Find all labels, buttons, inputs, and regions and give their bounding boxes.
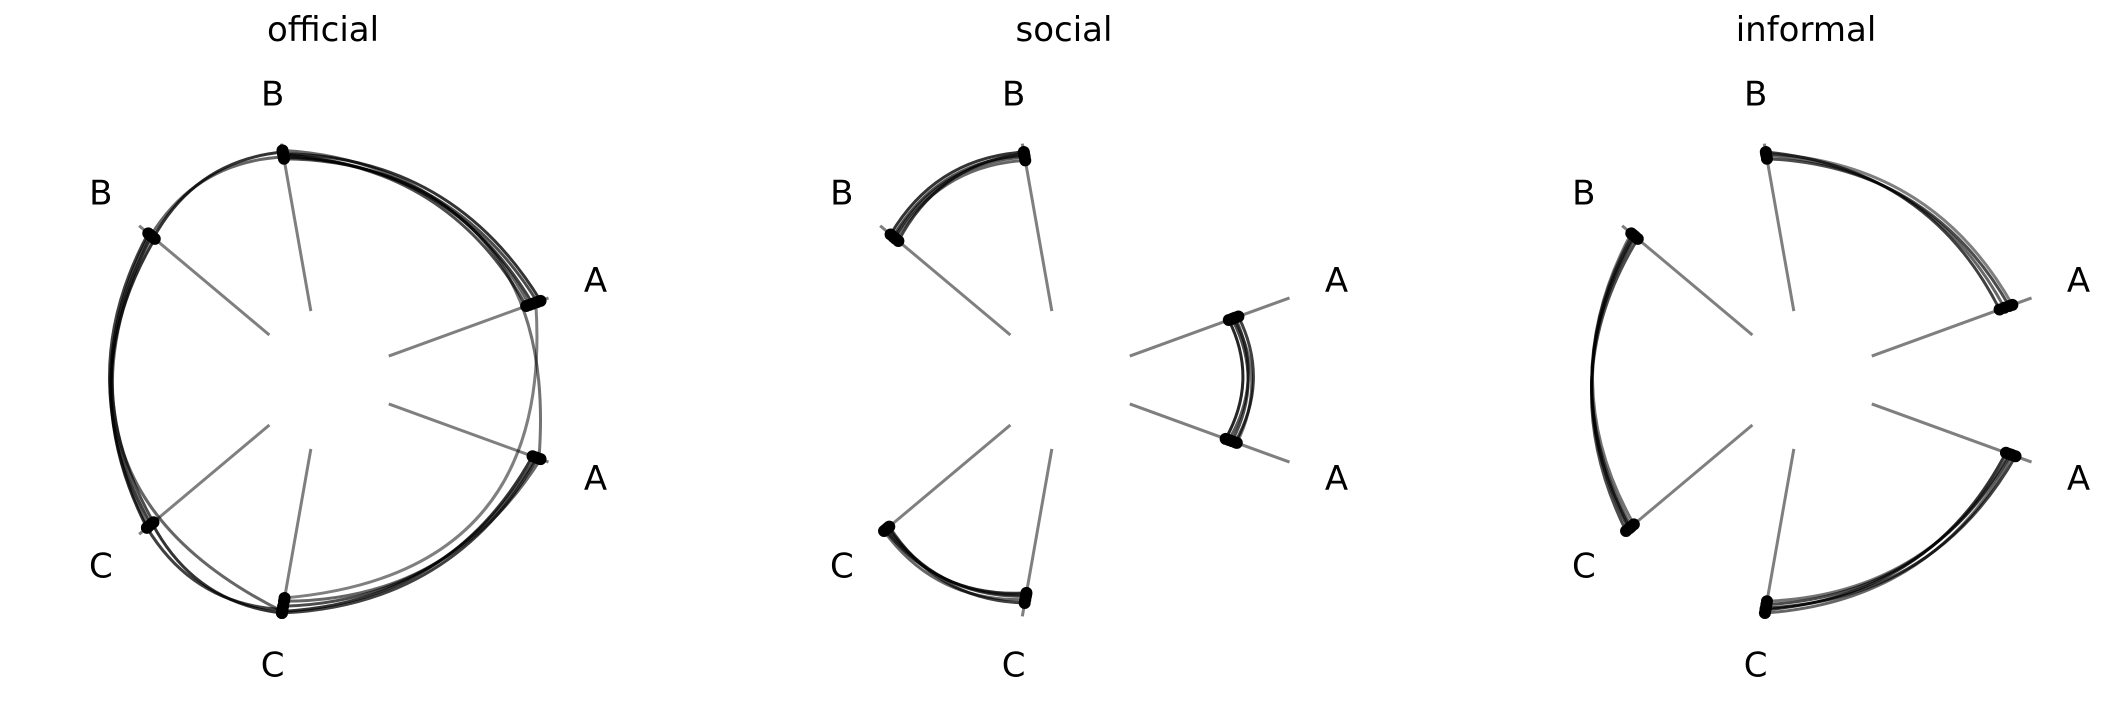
edge-endpoint — [1230, 436, 1243, 449]
edge-endpoint — [275, 607, 288, 620]
panel-title: informal — [1736, 10, 1877, 50]
axis-spoke — [1020, 143, 1054, 312]
edge-endpoint — [532, 452, 545, 465]
axis-label: C — [1744, 646, 1768, 686]
edge-endpoint — [1760, 147, 1773, 160]
axis-spoke — [879, 423, 1012, 536]
axis-label: C — [261, 646, 285, 686]
axis-label: C — [1002, 646, 1026, 686]
axis-label: A — [584, 261, 607, 301]
edge-endpoint — [880, 522, 893, 535]
edge-endpoint — [2004, 448, 2017, 461]
axis-spoke — [138, 224, 271, 337]
axis-label: A — [1325, 261, 1348, 301]
axis-label: B — [1572, 174, 1595, 214]
edge-link — [894, 158, 1026, 240]
panel-official: official A B B C C A — [89, 10, 607, 686]
axis-spoke — [1129, 296, 1291, 358]
axis-label: A — [2067, 459, 2090, 499]
axis-label: A — [584, 459, 607, 499]
axis-spoke — [279, 448, 313, 617]
axis-label: B — [1744, 74, 1767, 114]
edge-endpoint — [1018, 151, 1031, 164]
edge-link — [152, 150, 283, 239]
edge-link — [1765, 455, 2017, 610]
axis-spoke — [1129, 402, 1291, 464]
edge-link — [888, 525, 1025, 605]
panel-title: social — [1016, 10, 1113, 50]
axis-spoke — [279, 143, 313, 312]
edge-endpoint — [1020, 588, 1033, 601]
axis-spoke — [138, 423, 271, 536]
axis-label: C — [89, 546, 113, 586]
axis-label: B — [261, 74, 284, 114]
edge-link — [145, 526, 283, 612]
edge-link — [110, 234, 283, 613]
axis-label: C — [830, 546, 854, 586]
edge-link — [282, 152, 542, 459]
axis-label: A — [1325, 459, 1348, 499]
edge-endpoint — [144, 229, 157, 242]
edge-link — [281, 457, 539, 615]
edge-link — [150, 522, 283, 615]
edge-link — [889, 150, 1024, 236]
edge-link — [149, 155, 284, 237]
edge-link — [1224, 319, 1245, 440]
edge-endpoint — [888, 231, 901, 244]
axis-label: B — [830, 174, 853, 214]
axis-label: B — [89, 174, 112, 214]
axis-label: B — [1002, 74, 1025, 114]
axis-spoke — [1762, 143, 1796, 312]
edge-link — [893, 155, 1025, 239]
edge-link — [886, 526, 1026, 598]
edge-endpoint — [1627, 229, 1640, 242]
panel-social: social A B B C C A — [830, 10, 1348, 686]
panel-title: official — [267, 10, 379, 50]
edge-link — [283, 152, 542, 302]
axis-spoke — [1621, 224, 1754, 337]
axis-label: A — [2067, 261, 2090, 301]
edge-endpoint — [2006, 298, 2019, 311]
edge-endpoint — [1623, 521, 1636, 534]
edge-link — [1766, 453, 2013, 603]
edge-link — [1765, 150, 2001, 311]
edge-link — [1764, 454, 2014, 615]
edge-endpoint — [1227, 312, 1240, 325]
edge-link — [882, 530, 1026, 602]
edge-link — [282, 148, 531, 306]
axis-spoke — [1621, 423, 1754, 536]
edge-endpoint — [1760, 595, 1773, 608]
edge-endpoint — [529, 296, 542, 309]
edge-endpoint — [278, 591, 291, 604]
axis-spoke — [1762, 448, 1796, 617]
edge-link — [1590, 234, 1636, 529]
axis-spoke — [388, 402, 550, 464]
edge-link — [1766, 157, 2011, 307]
edge-link — [885, 527, 1027, 597]
panel-informal: informal A B B C C A — [1572, 10, 2090, 686]
edge-link — [1766, 153, 2006, 309]
edge-link — [1232, 317, 1254, 444]
edge-link — [282, 455, 534, 613]
edge-endpoint — [277, 147, 290, 160]
edge-link — [1766, 152, 2014, 306]
edge-link — [1765, 452, 2008, 612]
axis-label: C — [1572, 546, 1596, 586]
edge-link — [284, 302, 539, 600]
edge-endpoint — [146, 517, 159, 530]
